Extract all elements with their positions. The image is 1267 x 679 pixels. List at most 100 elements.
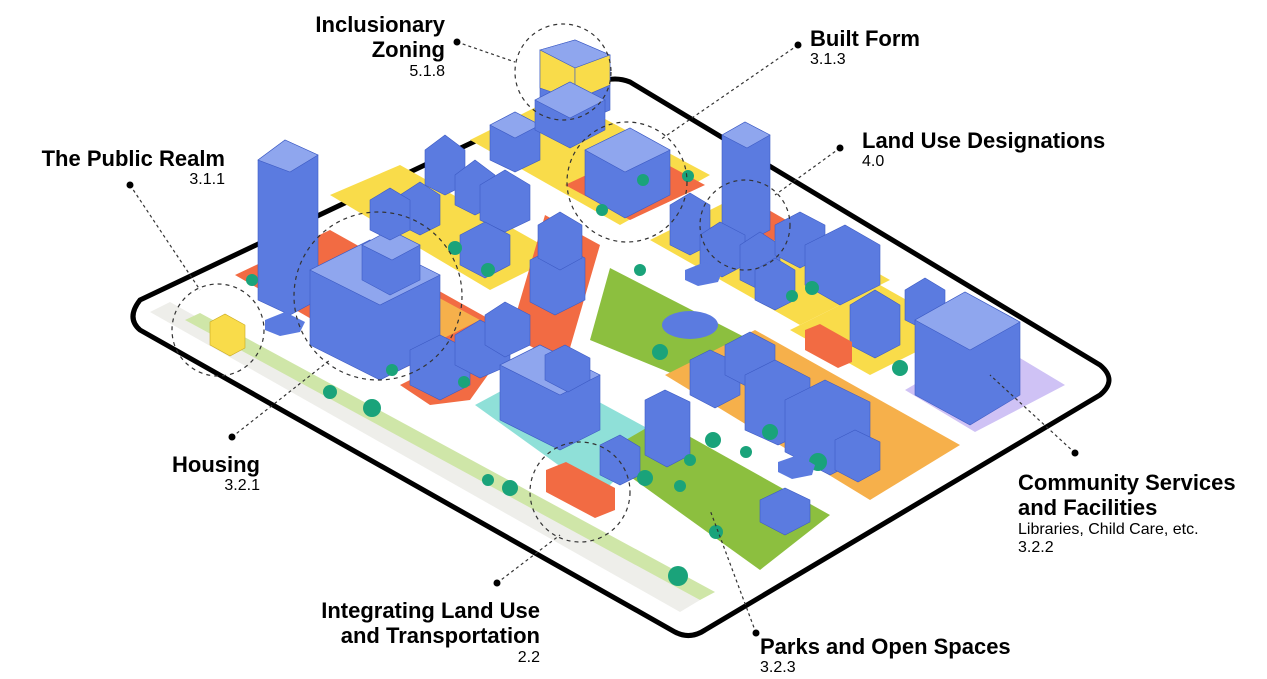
tree <box>668 566 688 586</box>
tower-land-use <box>721 121 771 244</box>
leader-transportation <box>496 534 561 584</box>
label-integrating-land-use: Integrating Land Use and Transportation … <box>290 598 540 667</box>
label-title: Inclusionary <box>315 12 445 37</box>
vehicles <box>265 262 852 518</box>
label-subtitle: Libraries, Child Care, etc. <box>1018 520 1199 538</box>
tree <box>709 525 723 539</box>
tree <box>481 263 495 277</box>
label-title: Housing <box>172 452 260 477</box>
label-title: Integrating Land Use <box>321 598 540 623</box>
tree <box>502 480 518 496</box>
label-housing: Housing 3.2.1 <box>155 452 260 496</box>
label-inclusionary-zoning: Inclusionary Zoning 5.1.8 <box>300 12 445 81</box>
label-title: and Facilities <box>1018 495 1158 521</box>
label-ref: 2.2 <box>517 648 540 666</box>
leader-dot <box>1071 449 1079 457</box>
leader-dot <box>493 579 501 587</box>
tree <box>448 241 462 255</box>
tree <box>637 470 653 486</box>
buildings <box>209 39 1021 536</box>
label-ref: 3.2.3 <box>760 659 796 677</box>
label-ref: 4.0 <box>862 153 885 171</box>
label-public-realm: The Public Realm 3.1.1 <box>10 146 225 190</box>
block-north-2 <box>534 81 606 149</box>
leader-land-use <box>774 147 841 196</box>
bus-icon <box>546 462 615 518</box>
callout-circle-public-realm <box>171 283 265 377</box>
leader-dots <box>126 38 1079 637</box>
tree <box>596 204 608 216</box>
label-parks-open-spaces: Parks and Open Spaces 3.2.3 <box>760 634 1011 678</box>
label-ref: 3.1.3 <box>810 51 846 69</box>
tree <box>786 290 798 302</box>
label-title: Built Form <box>810 26 920 51</box>
block-teal-2 <box>599 389 691 486</box>
label-land-use-designations: Land Use Designations 4.0 <box>862 128 1105 172</box>
callout-circles <box>171 23 791 543</box>
sidewalk-strip <box>150 302 700 612</box>
tree <box>652 344 668 360</box>
block-housing-tall <box>361 229 421 296</box>
tree <box>458 376 470 388</box>
leader-dot <box>453 38 461 46</box>
label-built-form: Built Form 3.1.3 <box>810 26 920 70</box>
label-title: Zoning <box>371 37 445 63</box>
leader-dot <box>126 181 134 189</box>
tree <box>386 364 398 376</box>
block-center-strip <box>529 211 586 316</box>
leader-lines <box>129 41 1076 634</box>
tree <box>674 480 686 492</box>
tree <box>762 424 778 440</box>
block-community <box>914 291 1021 426</box>
block-teal <box>499 344 601 451</box>
leader-inclusionary <box>456 41 516 63</box>
tree <box>705 432 721 448</box>
block-north-1 <box>489 111 541 173</box>
callout-circle-housing <box>293 211 463 381</box>
leader-dot <box>752 629 760 637</box>
callout-circle-built-form <box>566 121 688 243</box>
trees <box>246 170 908 586</box>
label-title: Parks and Open Spaces <box>760 634 1011 659</box>
leader-community <box>989 374 1076 454</box>
car-icon <box>778 455 815 479</box>
leader-dot <box>836 144 844 152</box>
leader-dot <box>794 41 802 49</box>
tree <box>684 454 696 466</box>
leader-housing <box>231 359 331 438</box>
label-ref: 3.2.2 <box>1018 538 1054 556</box>
tree <box>482 474 494 486</box>
callout-circle-transportation <box>529 441 631 543</box>
houses-west <box>369 134 531 279</box>
tree <box>682 170 694 182</box>
tree <box>805 281 819 295</box>
houses-southwest <box>409 301 531 401</box>
pond <box>662 311 718 339</box>
tree <box>740 446 752 458</box>
label-title: Land Use Designations <box>862 128 1106 153</box>
bus-icon <box>805 324 852 368</box>
callout-circle-inclusionary <box>514 23 612 121</box>
leader-built-form <box>659 44 799 141</box>
tree <box>892 360 908 376</box>
label-community-services: Community Services and Facilities Librar… <box>1018 470 1236 557</box>
bike-lane <box>185 313 715 600</box>
car-icon <box>265 312 305 336</box>
label-title: and Transportation <box>340 623 540 649</box>
leader-dot <box>228 433 236 441</box>
tree <box>637 174 649 186</box>
houses-east <box>669 192 881 311</box>
label-ref: 3.1.1 <box>189 171 225 189</box>
tree <box>246 274 258 286</box>
label-ref: 5.1.8 <box>409 62 445 80</box>
block-built-form <box>584 127 671 219</box>
car-icon <box>685 262 722 286</box>
blocks-central-south <box>689 331 881 483</box>
tree <box>634 264 646 276</box>
label-title: Community Services <box>1018 470 1236 495</box>
kiosk-yellow <box>209 313 246 357</box>
block-park-south <box>759 487 811 536</box>
tower-public-realm <box>257 139 319 316</box>
